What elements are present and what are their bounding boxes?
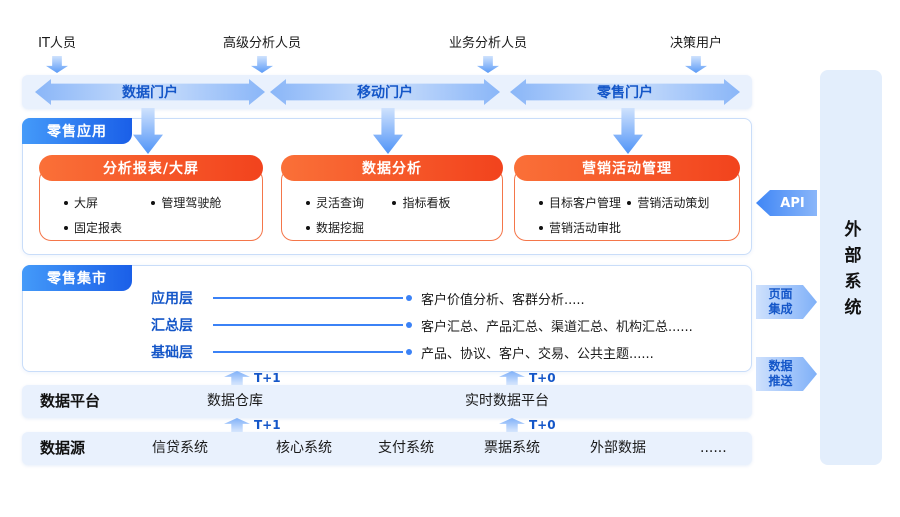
up-arrow-icon — [499, 371, 525, 385]
bullet-dot-icon — [306, 225, 310, 230]
app-card-title: 数据分析 — [281, 155, 503, 181]
bullet-item: 灵活查询 — [306, 191, 392, 216]
down-arrow-icon — [46, 56, 68, 73]
layer-desc: 客户汇总、产品汇总、渠道汇总、机构汇总...... — [421, 319, 693, 335]
portal-label: 数据门户 — [122, 85, 178, 101]
user-role-decision-user: 决策用户 — [641, 32, 751, 73]
bullet-item: 目标客户管理 — [539, 191, 627, 216]
source-item: 信贷系统 — [152, 440, 208, 456]
mart-layer-row: 基础层 产品、协议、客户、交易、公共主题...... — [151, 342, 654, 362]
api-arrow-label: API — [780, 195, 805, 211]
portal-arrow-retail: 零售门户 — [510, 79, 740, 105]
connector-line — [213, 349, 412, 355]
app-card-marketing: 营销活动管理 目标客户管理 营销活动策划 营销活动审批 — [514, 155, 740, 241]
bar-title: 数据平台 — [40, 392, 101, 410]
user-role-it: IT人员 — [2, 32, 112, 73]
portal-label: 移动门户 — [357, 85, 413, 101]
app-card-reports: 分析报表/大屏 大屏 管理驾驶舱 固定报表 — [39, 155, 263, 241]
bullet-dot-icon — [64, 225, 68, 230]
bullet-item: 管理驾驶舱 — [151, 191, 254, 216]
bullet-dot-icon — [539, 225, 543, 230]
latency-label-t0: T+0 — [529, 371, 556, 385]
bullet-dot-icon — [392, 201, 397, 206]
bullet-item: 数据挖掘 — [306, 216, 392, 241]
layer-name: 汇总层 — [151, 318, 193, 334]
app-card-title: 分析报表/大屏 — [39, 155, 263, 181]
bullet-item: 大屏 — [64, 191, 151, 216]
source-item: 支付系统 — [378, 440, 434, 456]
bullet-dot-icon — [64, 201, 68, 206]
data-push-label: 数据推送 — [768, 359, 793, 388]
data-push-arrow: 数据推送 — [756, 357, 817, 391]
external-system-title: 外部系统 — [840, 220, 861, 324]
app-card-analysis: 数据分析 灵活查询 指标看板 数据挖掘 — [281, 155, 503, 241]
up-arrow-icon — [499, 418, 525, 432]
bullet-item: 营销活动审批 — [539, 216, 627, 241]
bullet-item: 指标看板 — [392, 191, 494, 216]
down-arrow-icon — [685, 56, 707, 73]
bullet-dot-icon — [627, 201, 632, 206]
section-badge: 零售应用 — [22, 118, 132, 144]
user-role-label: 业务分析人员 — [448, 36, 527, 51]
mart-layer-row: 汇总层 客户汇总、产品汇总、渠道汇总、机构汇总...... — [151, 315, 693, 335]
connector-line — [213, 295, 412, 301]
portal-arrow-mobile: 移动门户 — [270, 79, 500, 105]
data-platform-bar: 数据平台 数据仓库 实时数据平台 — [22, 385, 752, 418]
portal-label: 零售门户 — [597, 85, 653, 101]
up-arrow-icon — [224, 371, 250, 385]
layer-desc: 客户价值分析、客群分析..... — [421, 292, 585, 308]
user-role-label: IT人员 — [38, 36, 76, 51]
latency-label-t1: T+1 — [254, 371, 281, 385]
bullet-dot-icon — [151, 201, 156, 206]
bar-title: 数据源 — [40, 439, 86, 457]
bullet-dot-icon — [539, 201, 543, 206]
up-arrow-icon — [224, 418, 250, 432]
source-item: ...... — [700, 440, 727, 456]
bullet-dot-icon — [306, 201, 310, 206]
user-role-label: 决策用户 — [669, 36, 722, 51]
mart-layer-row: 应用层 客户价值分析、客群分析..... — [151, 288, 585, 308]
app-card-title: 营销活动管理 — [514, 155, 740, 181]
portal-bar: 数据门户 移动门户 零售门户 — [22, 75, 752, 109]
user-role-senior-analyst: 高级分析人员 — [207, 32, 317, 73]
user-role-label: 高级分析人员 — [222, 36, 301, 51]
bullet-item: 营销活动策划 — [627, 191, 731, 216]
down-arrow-icon — [477, 56, 499, 73]
section-badge: 零售集市 — [22, 265, 132, 291]
api-arrow: API — [756, 190, 817, 216]
retail-mart-section: 零售集市 应用层 客户价值分析、客群分析..... 汇总层 客户汇总、产品汇总、… — [22, 265, 752, 372]
layer-name: 应用层 — [151, 291, 193, 307]
bullet-item: 固定报表 — [64, 216, 151, 241]
source-item: 票据系统 — [484, 440, 540, 456]
source-item: 核心系统 — [276, 440, 332, 456]
page-integration-label: 页面集成 — [768, 287, 793, 316]
down-arrow-icon — [251, 56, 273, 73]
latency-label-t0: T+0 — [529, 418, 556, 432]
source-item: 外部数据 — [590, 440, 646, 456]
realtime-platform-label: 实时数据平台 — [465, 393, 549, 409]
portal-arrow-data: 数据门户 — [35, 79, 265, 105]
external-system-panel: 外部系统 — [820, 70, 882, 465]
warehouse-label: 数据仓库 — [207, 393, 263, 409]
latency-label-t1: T+1 — [254, 418, 281, 432]
connector-line — [213, 322, 412, 328]
data-source-bar: 数据源 信贷系统 核心系统 支付系统 票据系统 外部数据 ...... — [22, 432, 752, 465]
user-role-business-analyst: 业务分析人员 — [433, 32, 543, 73]
layer-name: 基础层 — [151, 345, 193, 361]
page-integration-arrow: 页面集成 — [756, 285, 817, 319]
layer-desc: 产品、协议、客户、交易、公共主题...... — [421, 346, 654, 362]
